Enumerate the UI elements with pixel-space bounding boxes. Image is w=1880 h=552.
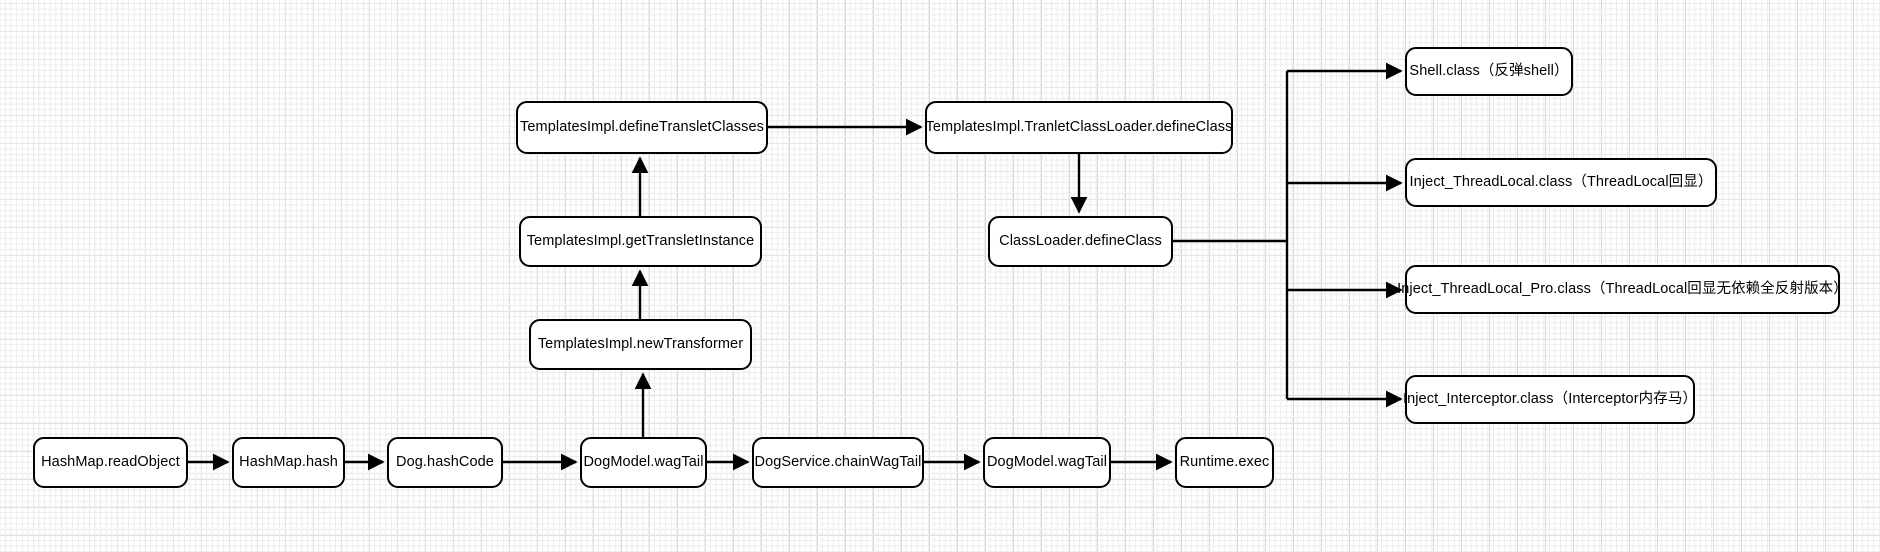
node-templatesimpl-gettransletinstance[interactable]: TemplatesImpl.getTransletInstance (519, 216, 762, 267)
node-label: Inject_ThreadLocal.class（ThreadLocal回显） (1409, 174, 1713, 191)
node-inject-threadlocal-class[interactable]: Inject_ThreadLocal.class（ThreadLocal回显） (1405, 158, 1717, 207)
node-shell-class[interactable]: Shell.class（反弹shell） (1405, 47, 1573, 96)
node-label: TemplatesImpl.getTransletInstance (526, 233, 755, 250)
node-templatesimpl-definetransletclasses[interactable]: TemplatesImpl.defineTransletClasses (516, 101, 768, 154)
node-label: DogService.chainWagTail (754, 454, 922, 471)
node-dogmodel-wagtail-first[interactable]: DogModel.wagTail (580, 437, 707, 488)
node-templatesimpl-newtransformer[interactable]: TemplatesImpl.newTransformer (529, 319, 752, 370)
node-label: HashMap.readObject (41, 454, 180, 471)
node-label: TemplatesImpl.defineTransletClasses (520, 119, 764, 136)
node-classloader-defineclass[interactable]: ClassLoader.defineClass (988, 216, 1173, 267)
node-label: DogModel.wagTail (583, 454, 704, 471)
node-label: TemplatesImpl.newTransformer (537, 336, 744, 353)
node-hashmap-hash[interactable]: HashMap.hash (232, 437, 345, 488)
node-dog-hashcode[interactable]: Dog.hashCode (387, 437, 503, 488)
node-hashmap-readobject[interactable]: HashMap.readObject (33, 437, 188, 488)
node-label: HashMap.hash (239, 454, 338, 471)
node-inject-interceptor-class[interactable]: Inject_Interceptor.class（Interceptor内存马） (1402, 375, 1698, 424)
node-label: DogModel.wagTail (986, 454, 1108, 471)
node-runtime-exec[interactable]: Runtime.exec (1175, 437, 1274, 488)
node-inject-threadlocal-pro-class[interactable]: Inject_ThreadLocal_Pro.class（ThreadLocal… (1397, 265, 1848, 314)
node-label: Inject_ThreadLocal_Pro.class（ThreadLocal… (1397, 281, 1848, 298)
node-label: Shell.class（反弹shell） (1409, 63, 1569, 80)
node-dogservice-chainwagtail[interactable]: DogService.chainWagTail (752, 437, 924, 488)
node-templatesimpl-tranletclassloader-defineclass[interactable]: TemplatesImpl.TranletClassLoader.defineC… (925, 101, 1233, 154)
node-label: ClassLoader.defineClass (999, 233, 1162, 250)
node-label: Inject_Interceptor.class（Interceptor内存马） (1402, 391, 1698, 408)
node-dogmodel-wagtail-second[interactable]: DogModel.wagTail (983, 437, 1111, 488)
node-label: Dog.hashCode (396, 454, 494, 471)
node-label: TemplatesImpl.TranletClassLoader.defineC… (925, 119, 1233, 136)
node-label: Runtime.exec (1179, 454, 1270, 471)
